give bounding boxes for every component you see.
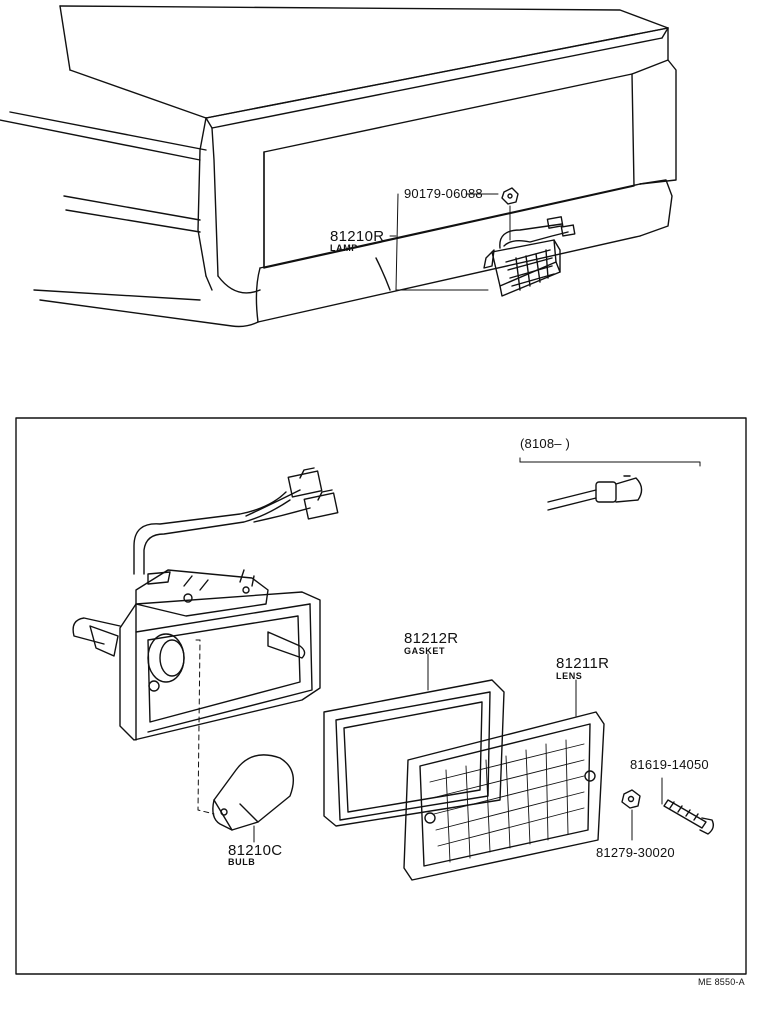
gasket-part: [323, 679, 505, 827]
screw-part: [661, 777, 715, 835]
installed-lamp: [483, 187, 576, 297]
lamp-part-number: 81210R: [330, 228, 385, 245]
alt-socket: [547, 475, 643, 511]
nut-part-number: 90179-06088: [404, 186, 483, 201]
bulb-part: [195, 639, 294, 831]
small-nut-part: [621, 789, 641, 841]
lens-part-number: 81211R: [556, 655, 610, 672]
lens-name: LENS: [556, 671, 583, 681]
screw-part-number: 81619-14050: [630, 757, 709, 772]
exploded-view-frame: [15, 417, 747, 975]
top-leader-lines: [389, 193, 511, 291]
bulb-part-number: 81210C: [228, 842, 283, 859]
lamp-housing: [72, 467, 339, 741]
bottom-leader-lines: [253, 653, 577, 843]
vehicle-body: [0, 5, 677, 328]
bulb-name: BULB: [228, 857, 256, 867]
serial-range: (8108– ): [520, 436, 571, 451]
small-nut-part-number: 81279-30020: [596, 845, 675, 860]
reference-code: ME 8550-A: [698, 977, 745, 987]
serial-range-bracket: [519, 457, 701, 467]
gasket-part-number: 81212R: [404, 630, 459, 647]
gasket-name: GASKET: [404, 646, 446, 656]
lamp-name: LAMP: [330, 243, 358, 253]
lens-part: [403, 711, 605, 881]
